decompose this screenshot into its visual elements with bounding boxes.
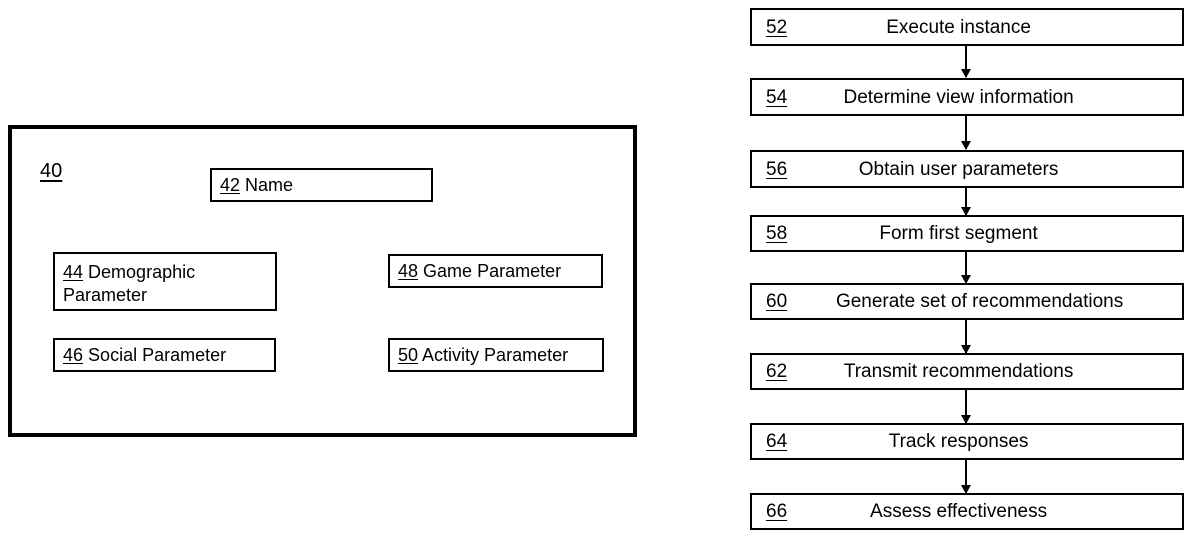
flow-step-assess-effectiveness: 66 Assess effectiveness	[750, 493, 1184, 530]
container-reference-numeral: 40	[40, 160, 63, 182]
profile-field-game-parameter-text: 48 Game Parameter	[398, 260, 561, 283]
profile-field-demographic-parameter-label: Demographic Parameter	[63, 262, 196, 305]
flow-step-execute-instance: 52 Execute instance	[750, 8, 1184, 46]
process-flowchart: 52 Execute instance 54 Determine view in…	[750, 0, 1184, 539]
flow-step-obtain-user-parameters-ref: 56	[766, 158, 788, 180]
flow-step-form-first-segment-label: Form first segment	[879, 223, 1038, 244]
flow-arrow-56-58	[961, 188, 971, 216]
flow-arrow-52-54	[961, 46, 971, 78]
profile-field-social-parameter-ref: 46	[63, 344, 84, 365]
profile-field-game-parameter-label: Game Parameter	[423, 260, 562, 281]
flow-step-track-responses-label: Track responses	[888, 431, 1029, 452]
flow-step-execute-instance-label: Execute instance	[886, 16, 1031, 38]
flow-step-track-responses: 64 Track responses	[750, 423, 1184, 460]
flow-step-execute-instance-ref: 52	[766, 16, 788, 38]
profile-field-name-ref: 42	[220, 174, 241, 195]
profile-field-name-box: 42 Name	[210, 168, 433, 202]
flow-step-determine-view-information-ref: 54	[766, 86, 788, 108]
flow-step-generate-set-of-recommendations-label: Generate set of recommendations	[835, 291, 1124, 312]
flow-step-generate-set-of-recommendations-ref: 60	[766, 291, 788, 312]
flow-step-generate-set-of-recommendations: 60 Generate set of recommendations	[750, 283, 1184, 320]
profile-field-game-parameter-box: 48 Game Parameter	[388, 254, 603, 288]
flow-arrow-64-66	[961, 460, 971, 494]
flow-step-obtain-user-parameters-label: Obtain user parameters	[858, 158, 1059, 180]
flow-step-determine-view-information-label: Determine view information	[843, 86, 1074, 108]
flow-step-assess-effectiveness-ref: 66	[766, 501, 788, 522]
flow-step-form-first-segment: 58 Form first segment	[750, 215, 1184, 252]
flow-arrow-58-60	[961, 252, 971, 284]
profile-field-demographic-parameter-text: 44 Demographic Parameter	[63, 261, 195, 306]
flow-step-transmit-recommendations-ref: 62	[766, 361, 788, 382]
profile-field-name-label: Name	[245, 174, 294, 195]
flow-step-assess-effectiveness-label: Assess effectiveness	[870, 501, 1048, 522]
profile-field-activity-parameter-ref: 50	[398, 344, 419, 365]
flow-step-obtain-user-parameters: 56 Obtain user parameters	[750, 150, 1184, 188]
flow-arrow-54-56	[961, 116, 971, 150]
profile-field-demographic-parameter-box: 44 Demographic Parameter	[53, 252, 277, 311]
flow-step-form-first-segment-ref: 58	[766, 223, 788, 244]
profile-field-activity-parameter-label: Activity Parameter	[422, 344, 569, 365]
profile-field-social-parameter-text: 46 Social Parameter	[63, 344, 226, 367]
profile-field-social-parameter-label: Social Parameter	[88, 344, 227, 365]
profile-field-name-text: 42 Name	[220, 174, 293, 197]
flow-step-transmit-recommendations: 62 Transmit recommendations	[750, 353, 1184, 390]
flow-step-determine-view-information: 54 Determine view information	[750, 78, 1184, 116]
flow-step-transmit-recommendations-label: Transmit recommendations	[843, 361, 1074, 382]
profile-field-social-parameter-box: 46 Social Parameter	[53, 338, 276, 372]
profile-field-activity-parameter-text: 50 Activity Parameter	[398, 344, 568, 367]
profile-field-game-parameter-ref: 48	[398, 260, 419, 281]
profile-field-activity-parameter-box: 50 Activity Parameter	[388, 338, 604, 372]
flow-arrow-60-62	[961, 320, 971, 354]
flow-step-track-responses-ref: 64	[766, 431, 788, 452]
flow-arrow-62-64	[961, 390, 971, 424]
user-profile-container-box: 40 42 Name 44 Demographic Parameter 46 S…	[8, 125, 637, 437]
profile-field-demographic-parameter-ref: 44	[63, 262, 84, 282]
